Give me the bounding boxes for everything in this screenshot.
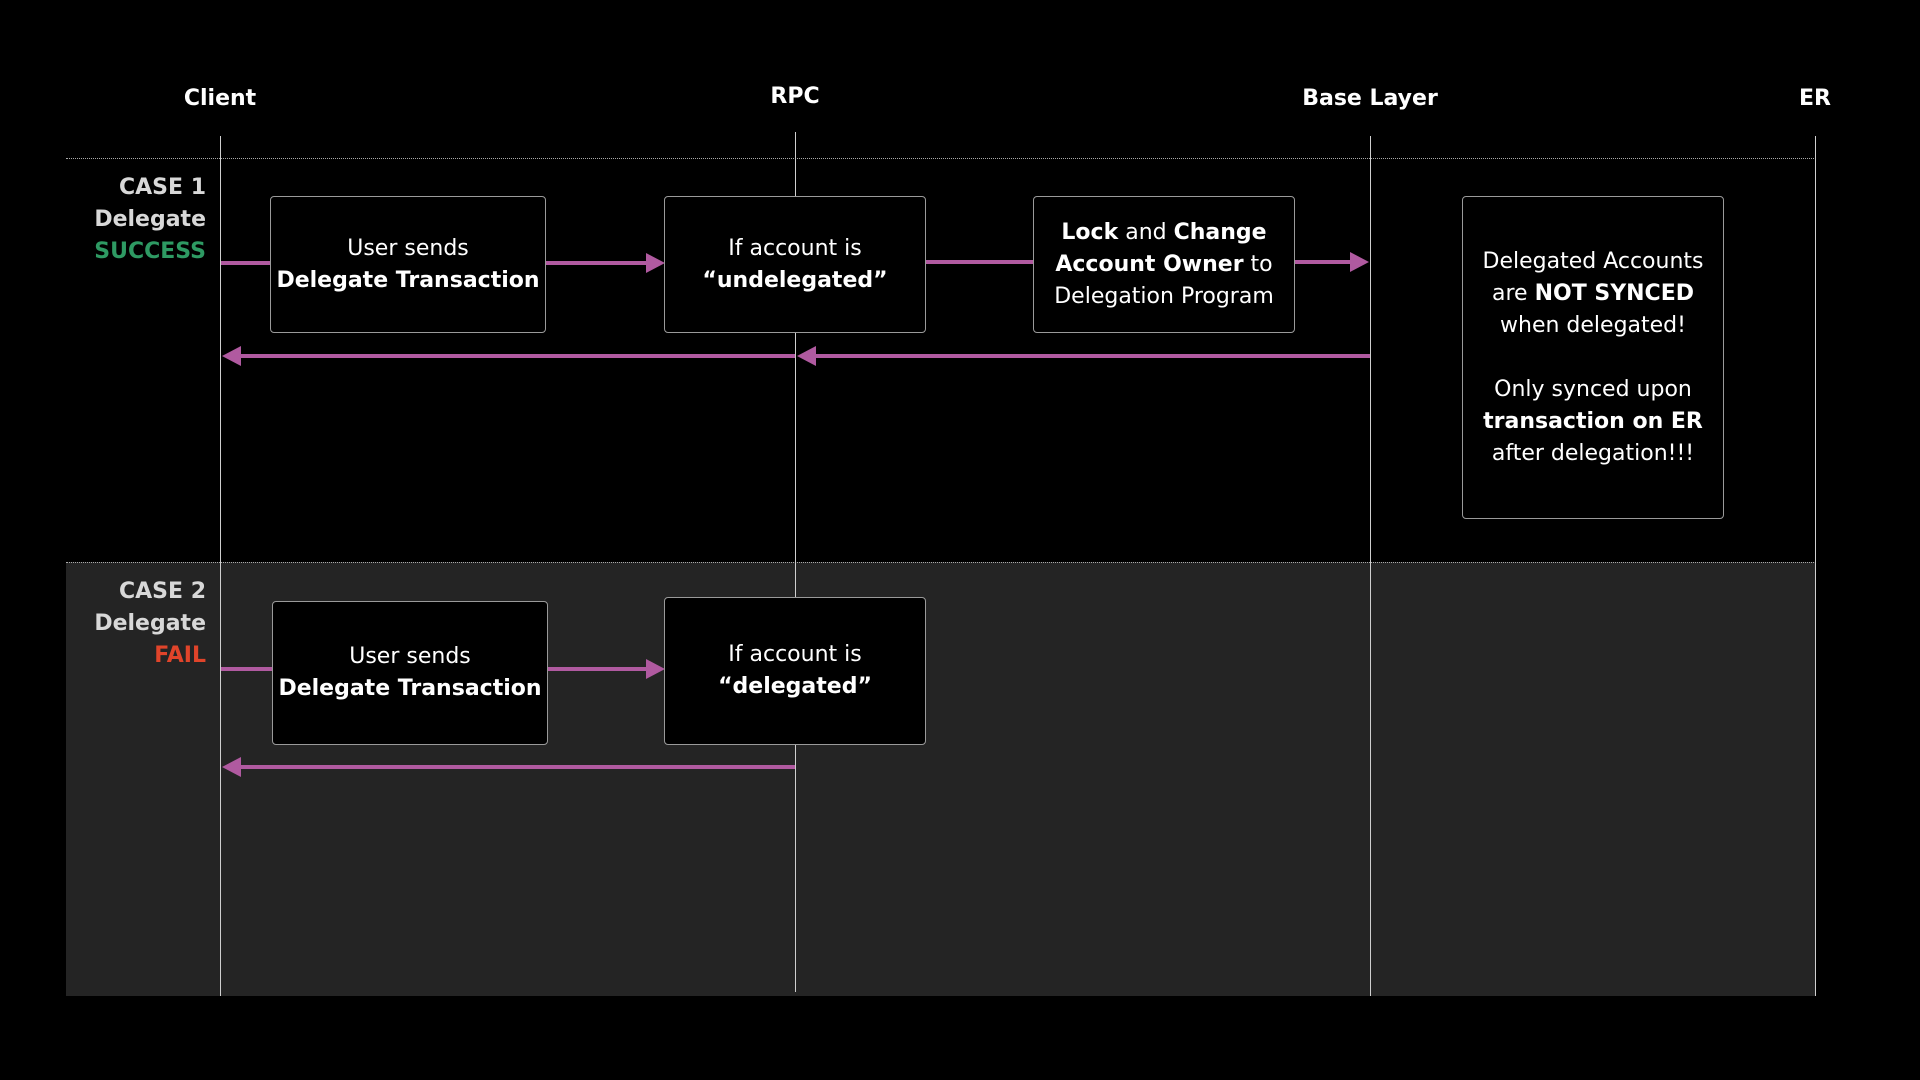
case1-label: CASE 1 Delegate SUCCESS [94,172,206,268]
note-line1: Delegated Accounts [1482,248,1704,274]
case2-box2-line2: “delegated” [718,674,872,699]
case1-arrowhead-base [1350,252,1369,272]
case2-arrowhead-rpc [646,659,665,679]
case2-result: FAIL [154,643,206,668]
case2-box1-line1: User sends [349,644,471,669]
case2-title: CASE 2 [118,579,206,604]
case1-box1-line1: User sends [347,235,469,261]
case1-rpc-check-box: If account is “undelegated” [664,196,926,333]
lane-client: Client [183,86,257,111]
case1-box1-line2: Delegate Transaction [276,267,540,293]
note-line6: after delegation!!! [1491,440,1695,466]
case1-user-sends-box: User sends Delegate Transaction [270,196,546,333]
case2-arrowhead-return-client [222,757,241,777]
case1-box3-line1: Lock and Change [1061,219,1267,245]
case1-arrowhead-return-client [222,346,241,366]
case1-arrowhead-return-rpc [797,346,816,366]
case1-subtitle: Delegate [94,207,206,232]
lane-er: ER [1799,86,1831,111]
lane-base-layer: Base Layer [1302,86,1438,111]
lane-rpc: RPC [770,84,820,109]
case2-box2-line1: If account is [728,642,862,667]
case1-box2-line2: “undelegated” [702,267,888,293]
er-lifeline [1815,136,1816,996]
case1-box2-line1: If account is [728,235,862,261]
case1-box3-line2: Account Owner to [1055,251,1273,277]
header-separator [66,158,1816,159]
case1-box3-line3: Delegation Program [1054,283,1274,309]
case2-label: CASE 2 Delegate FAIL [94,576,206,672]
note-line2: are NOT SYNCED [1492,280,1694,306]
note-line3: when delegated! [1500,312,1686,338]
case2-subtitle: Delegate [94,611,206,636]
client-lifeline [220,136,221,996]
case2-rpc-check-box: If account is “delegated” [664,597,926,745]
case-separator [66,562,1816,563]
note-line5: transaction on ER [1483,408,1703,434]
case1-title: CASE 1 [118,175,206,200]
case1-sync-note-box: Delegated Accounts are NOT SYNCED when d… [1462,196,1724,519]
case2-box1-line2: Delegate Transaction [278,676,542,701]
base-layer-lifeline [1370,136,1371,996]
rpc-lifeline [795,132,796,992]
case1-result: SUCCESS [94,239,206,264]
note-line4: Only synced upon [1494,376,1692,402]
case1-arrowhead-rpc [646,253,665,273]
case2-user-sends-box: User sends Delegate Transaction [272,601,548,745]
case1-lock-change-box: Lock and Change Account Owner to Delegat… [1033,196,1295,333]
